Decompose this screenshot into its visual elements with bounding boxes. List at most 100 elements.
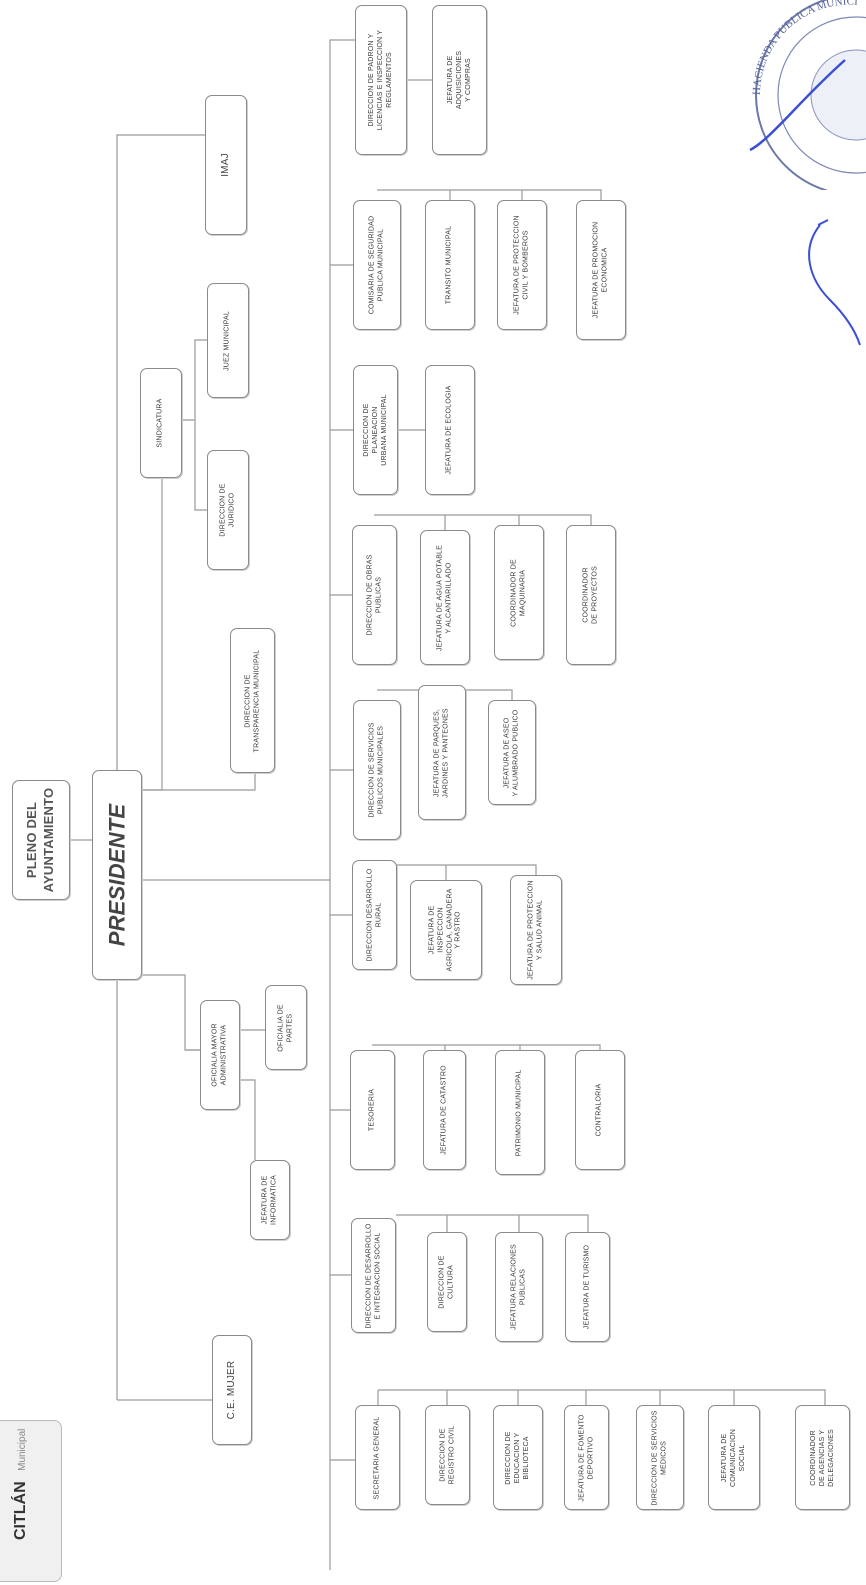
org-node-agua: JEFATURA DE AGUA POTABLE Y ALCANTARILLAD… bbox=[420, 530, 470, 665]
org-node-tesoreria: TESORERIA bbox=[350, 1050, 395, 1170]
connector-line bbox=[396, 1214, 589, 1232]
org-node-label: JUEZ MUNICIPAL bbox=[223, 310, 231, 371]
org-node-label: OFICIALIA DE PARTES bbox=[277, 1003, 293, 1052]
org-node-padron: DIRECCION DE PADRON Y LICENCIAS E INSPEC… bbox=[355, 5, 407, 155]
org-node-juridico: DIRECCION DE JURIDICO bbox=[207, 450, 249, 570]
org-node-juez: JUEZ MUNICIPAL bbox=[207, 283, 249, 398]
org-node-turismo: JEFATURA DE TURISMO bbox=[565, 1232, 610, 1342]
org-node-label: IMAJ bbox=[219, 153, 231, 177]
org-node-label: OFICIALIA MAYOR ADMINISTRATIVA bbox=[211, 1023, 227, 1087]
org-node-label: TESORERIA bbox=[368, 1088, 376, 1132]
org-node-rural: DIRECCION DESARROLLO RURAL bbox=[352, 860, 397, 970]
org-node-label: DIRECCION DE REGISTRO CIVIL bbox=[438, 1425, 455, 1485]
org-node-parques: JEFATURA DE PARQUES, JARDINES Y PANTEONE… bbox=[418, 685, 466, 820]
org-node-secgen: SECRETARIA GENERAL bbox=[355, 1405, 400, 1510]
municipality-logo: CITLÁN Municipal bbox=[0, 1400, 70, 1585]
org-node-label: JEFATURA DE ASEO Y ALUMBRADO PUBLICO bbox=[503, 709, 519, 796]
logo-title: CITLÁN bbox=[12, 1481, 29, 1540]
org-node-imaj: IMAJ bbox=[205, 95, 247, 235]
org-node-regcivil: DIRECCION DE REGISTRO CIVIL bbox=[425, 1405, 470, 1505]
org-node-agencias: COORDINADOR DE AGENCIAS Y DELEGACIONES bbox=[795, 1405, 850, 1510]
org-node-comunicacion: JEFATURA DE COMUNICACION SOCIAL bbox=[708, 1405, 760, 1510]
org-node-medicos: DIRECCION DE SERVICIOS MEDICOS bbox=[636, 1405, 684, 1510]
connector-line bbox=[377, 189, 602, 200]
org-node-label: DIRECCION DE SERVICIOS MEDICOS bbox=[651, 1409, 667, 1506]
org-node-promocion: JEFATURA DE PROMOCION ECONOMICA bbox=[576, 200, 626, 340]
org-node-pleno: PLENO DEL AYUNTAMIENTO bbox=[12, 780, 70, 900]
connector-line bbox=[142, 974, 200, 1051]
org-node-label: DIRECCION DE CULTURA bbox=[438, 1255, 454, 1309]
org-node-label: DIRECCION DE PLANEACION URBANA MUNICIPAL bbox=[362, 394, 387, 466]
org-node-proyectos: COORDINADOR DE PROYECTOS bbox=[566, 525, 616, 665]
org-node-partes: OFICIALIA DE PARTES bbox=[265, 985, 307, 1070]
org-node-cultura: DIRECCION DE CULTURA bbox=[427, 1232, 467, 1332]
org-node-sindicatura: SINDICATURA bbox=[140, 368, 182, 478]
org-node-label: C.E. MUJER bbox=[225, 1360, 237, 1420]
org-node-contraloria: CONTRALORIA bbox=[575, 1050, 625, 1170]
org-node-label: COORDINADOR DE AGENCIAS Y DELEGACIONES bbox=[809, 1428, 834, 1487]
org-node-ecologia: JEFATURA DE ECOLOGIA bbox=[425, 365, 475, 495]
org-node-proteccioncivil: JEFATURA DE PROTECCION CIVIL Y BOMBEROS bbox=[497, 200, 547, 330]
org-node-label: JEFATURA RELACIONES PUBLICAS bbox=[510, 1244, 526, 1330]
connector-line bbox=[240, 1079, 256, 1160]
org-node-label: PLENO DEL AYUNTAMIENTO bbox=[24, 787, 56, 893]
org-node-transito: TRANSITO MUNICIPAL bbox=[425, 200, 475, 330]
org-node-transparencia: DIRECCION DE TRANSPARENCIA MUNICIPAL bbox=[230, 628, 275, 773]
org-node-obras: DIRECCION DE OBRAS PUBLICAS bbox=[352, 525, 397, 665]
official-seal: HACIENDA PUBLICA MUNICIPAL · ESTADOS UNI… bbox=[740, 0, 866, 190]
org-node-label: SECRETARIA GENERAL bbox=[373, 1416, 381, 1499]
org-node-label: JEFATURA DE PROTECCION Y SALUD ANIMAL bbox=[527, 880, 543, 980]
org-node-label: JEFATURA DE COMUNICACION SOCIAL bbox=[720, 1428, 746, 1487]
org-node-aseo: JEFATURA DE ASEO Y ALUMBRADO PUBLICO bbox=[488, 700, 536, 805]
org-node-label: JEFATURA DE CATASTRO bbox=[440, 1065, 448, 1155]
org-node-maquinaria: COORDINADOR DE MAQUINARIA bbox=[494, 525, 544, 660]
org-node-label: JEFATURA DE PARQUES, JARDINES Y PANTEONE… bbox=[433, 707, 449, 798]
org-node-seguridad: COMISARIA DE SEGURIDAD PUBLICA MUNICIPAL bbox=[353, 200, 401, 330]
connector-line bbox=[378, 1389, 826, 1405]
org-node-label: JEFATURA DE FOMENTO DEPORTIVO bbox=[577, 1413, 594, 1502]
org-node-label: JEFATURA DE PROTECCION CIVIL Y BOMBEROS bbox=[513, 215, 529, 315]
connector-line bbox=[182, 419, 207, 511]
org-node-relaciones: JEFATURA RELACIONES PUBLICAS bbox=[495, 1232, 543, 1342]
org-node-label: TRANSITO MUNICIPAL bbox=[445, 225, 453, 305]
org-node-presidente: PRESIDENTE bbox=[92, 770, 142, 980]
connector-line bbox=[116, 134, 205, 770]
org-node-label: DIRECCION DE PADRON Y LICENCIAS E INSPEC… bbox=[367, 29, 393, 131]
org-node-label: DIRECCION DESARROLLO RURAL bbox=[365, 868, 382, 962]
org-node-label: PRESIDENTE bbox=[104, 803, 130, 947]
org-node-planeacion: DIRECCION DE PLANEACION URBANA MUNICIPAL bbox=[353, 365, 398, 495]
org-node-patrimonio: PATRIMONIO MUNICIPAL bbox=[495, 1050, 545, 1175]
org-node-label: JEFATURA DE ADQUISICIONES Y COMPRAS bbox=[446, 50, 471, 110]
org-node-label: COMISARIA DE SEGURIDAD PUBLICA MUNICIPAL bbox=[368, 215, 384, 315]
org-node-label: JEFATURA DE INSPECCION AGRICOLA, GANADER… bbox=[428, 888, 462, 972]
org-node-inspeccion: JEFATURA DE INSPECCION AGRICOLA, GANADER… bbox=[410, 880, 482, 980]
connector-line bbox=[397, 864, 537, 875]
org-node-desarrollosocial: DIRECCION DE DESARROLLO E INTEGRACION SO… bbox=[351, 1218, 396, 1333]
org-node-label: PATRIMONIO MUNICIPAL bbox=[515, 1069, 523, 1156]
org-node-label: JEFATURA DE PROMOCION ECONOMICA bbox=[592, 221, 608, 319]
connector-line bbox=[374, 514, 592, 525]
org-node-label: JEFATURA DE INFORMATICA bbox=[261, 1175, 277, 1225]
org-node-fomento: JEFATURA DE FOMENTO DEPORTIVO bbox=[564, 1405, 609, 1510]
org-node-label: JEFATURA DE TURISMO bbox=[583, 1244, 591, 1330]
connector-line bbox=[329, 39, 355, 1570]
org-node-servicios: DIRECCION DE SERVICIOS PUBLICOS MUNICIPA… bbox=[353, 700, 401, 840]
org-node-informatica: JEFATURA DE INFORMATICA bbox=[250, 1160, 290, 1240]
org-node-label: DIRECCION DE SERVICIOS PUBLICOS MUNICIPA… bbox=[368, 722, 384, 818]
org-node-label: DIRECCION DE DESARROLLO E INTEGRACION SO… bbox=[364, 1222, 381, 1329]
connector-line bbox=[372, 1044, 601, 1050]
org-node-label: JEFATURA DE AGUA POTABLE Y ALCANTARILLAD… bbox=[436, 544, 452, 651]
org-node-label: SINDICATURA bbox=[156, 398, 164, 448]
org-node-adquisiciones: JEFATURA DE ADQUISICIONES Y COMPRAS bbox=[432, 5, 487, 155]
org-node-label: DIRECCION DE TRANSPARENCIA MUNICIPAL bbox=[243, 649, 260, 752]
org-node-educacion: DIRECCION DE EDUCACION Y BIBLIOTECA bbox=[493, 1405, 543, 1510]
org-node-label: CONTRALORIA bbox=[595, 1083, 603, 1137]
connector-line bbox=[142, 478, 163, 791]
connector-line bbox=[194, 339, 207, 420]
org-node-catastro: JEFATURA DE CATASTRO bbox=[423, 1050, 466, 1170]
org-node-label: COORDINADOR DE MAQUINARIA bbox=[510, 558, 526, 627]
org-node-label: DIRECCION DE JURIDICO bbox=[219, 483, 235, 537]
org-node-salud: JEFATURA DE PROTECCION Y SALUD ANIMAL bbox=[510, 875, 562, 985]
org-node-label: COORDINADOR DE PROYECTOS bbox=[582, 566, 598, 624]
